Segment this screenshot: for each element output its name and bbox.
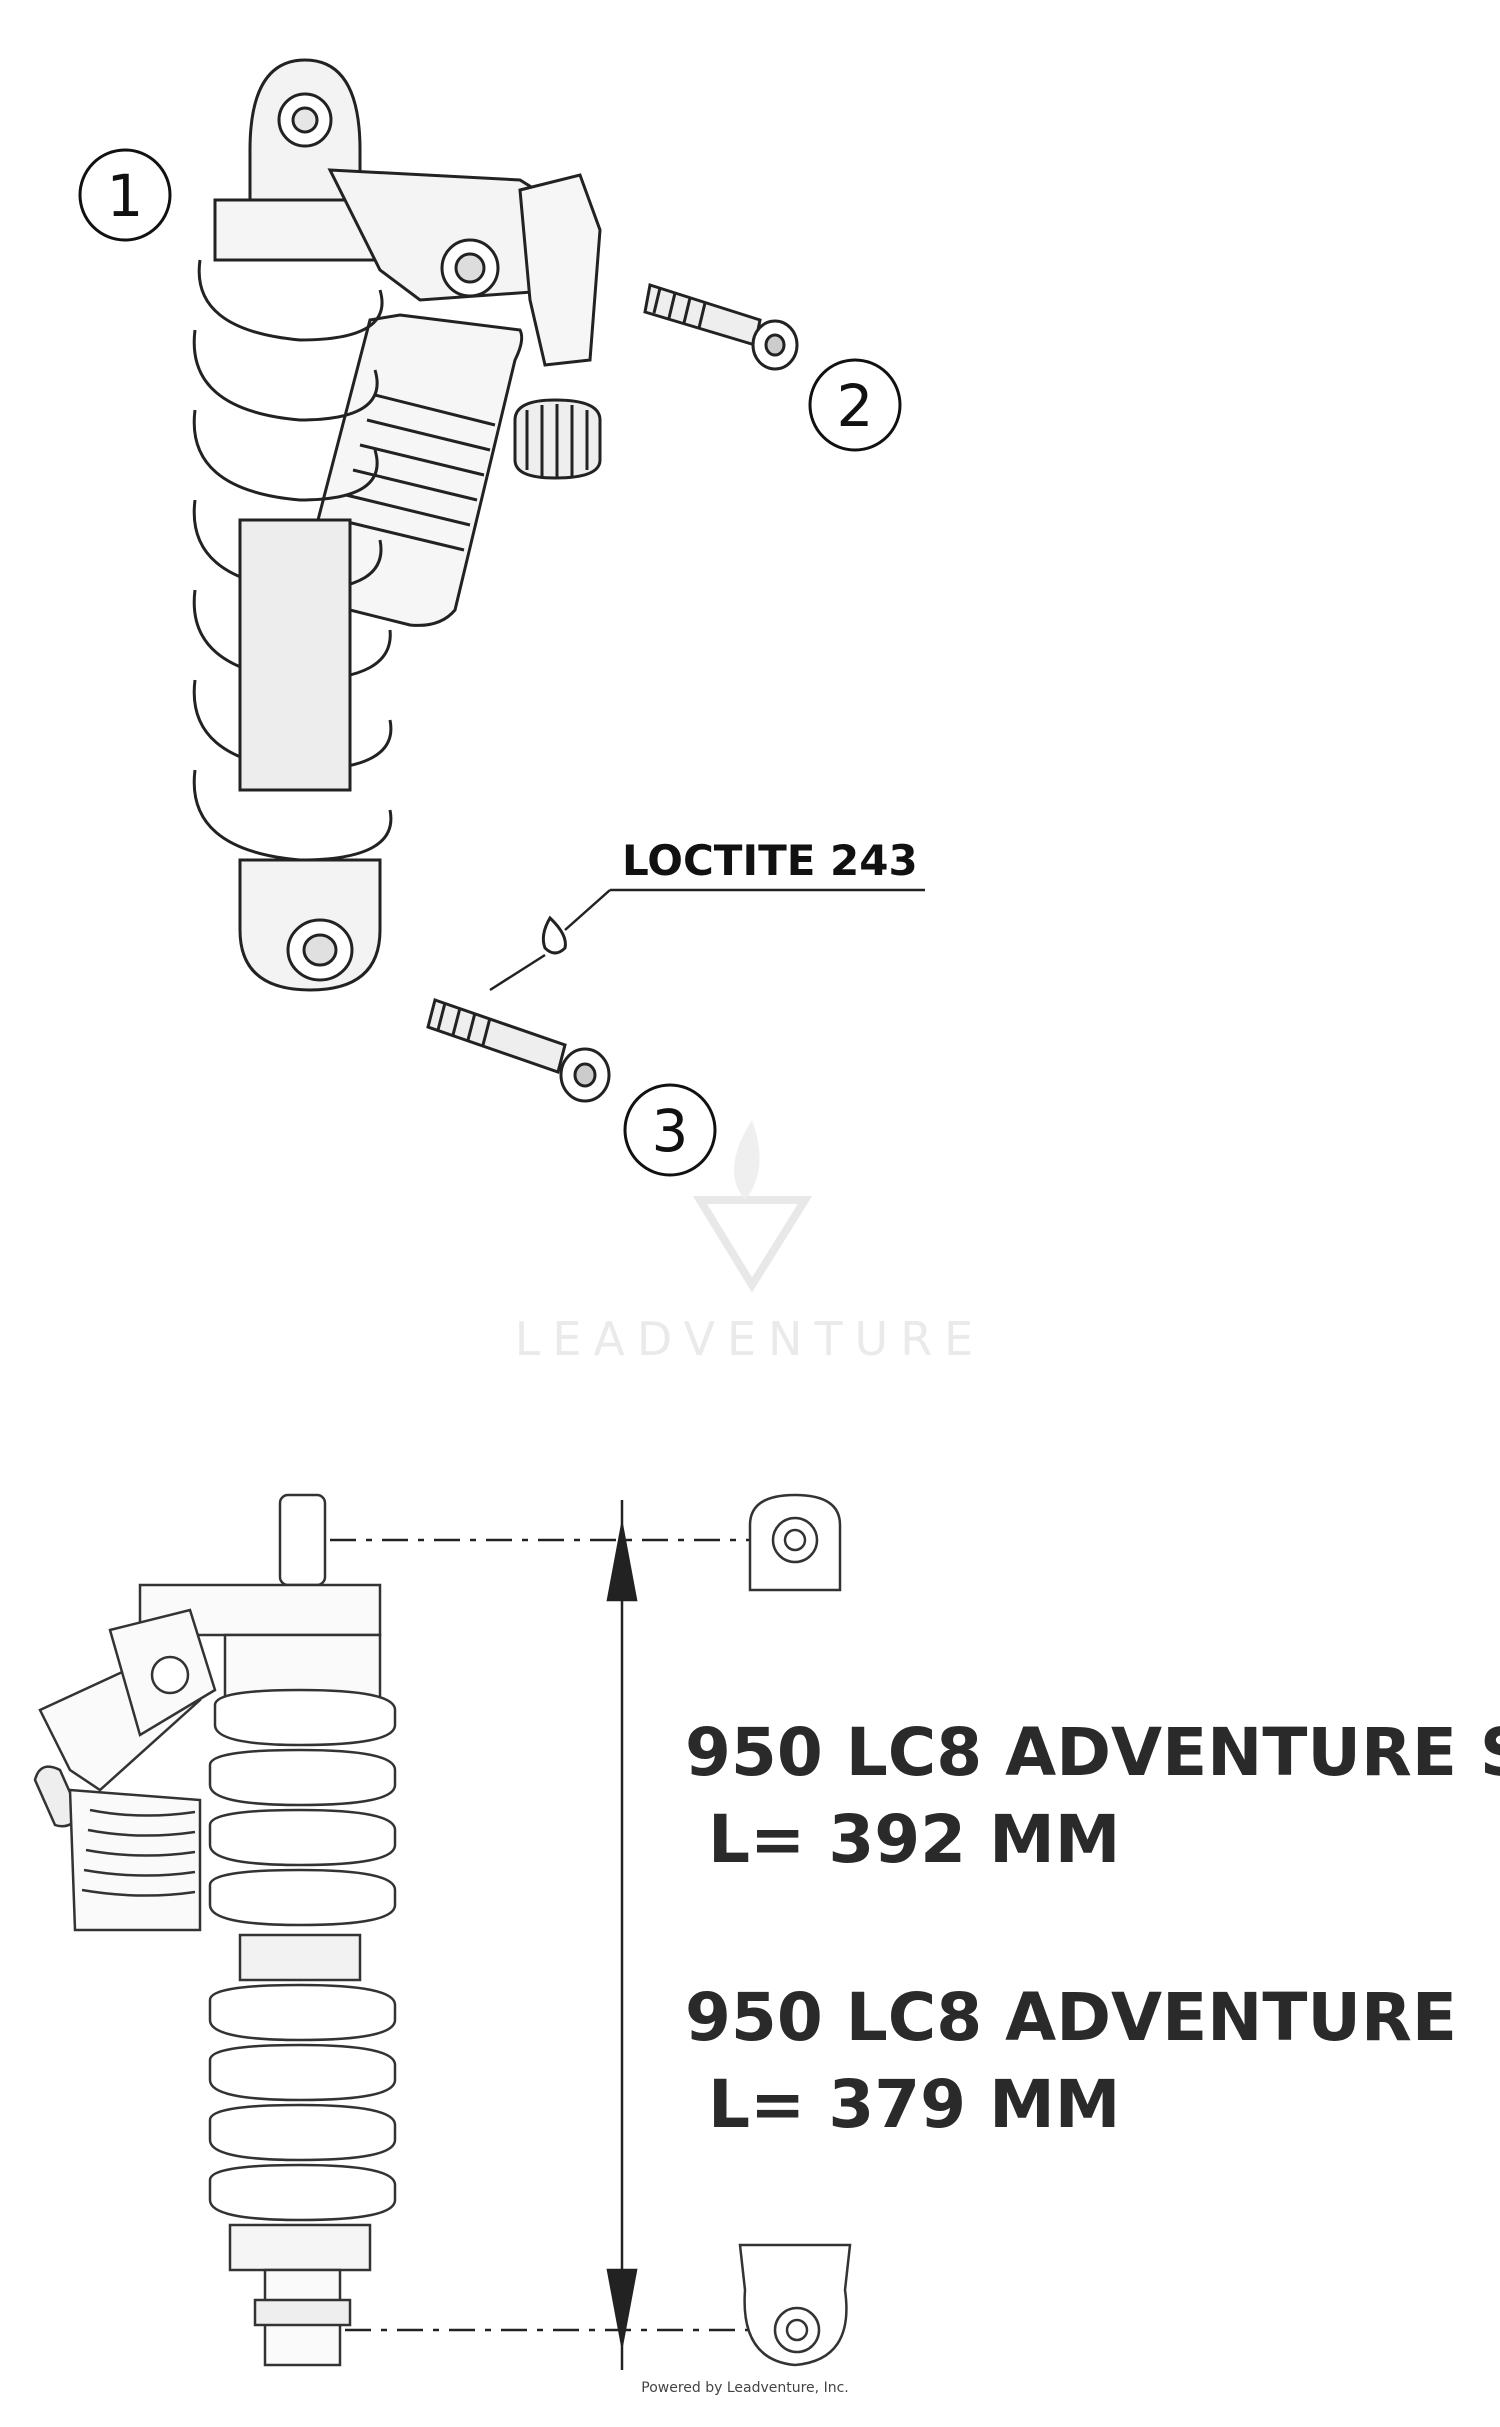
shock-absorber-exploded-drawing [192, 58, 602, 992]
watermark-logo: LEADVENTURE [515, 1120, 986, 1366]
callout-1: 1 [78, 148, 172, 242]
watermark-text: LEADVENTURE [515, 1312, 986, 1366]
bolt-3-drawing [426, 888, 925, 1103]
callout-3: 3 [623, 1083, 717, 1177]
spec-length-s: L= 392 MM [708, 1801, 1120, 1878]
shock-absorber-side-view-drawing [33, 1493, 397, 2367]
bottom-mount-symbol [738, 2243, 852, 2367]
callout-2: 2 [808, 358, 902, 452]
copyright-text: Powered by Leadventure, Inc. [641, 2380, 848, 2396]
spec-model: 950 LC8 ADVENTURE [685, 1979, 1457, 2056]
bolt-2-drawing [643, 283, 799, 371]
spec-adventure: 950 LC8 ADVENTURE L= 379 MM [685, 1979, 1457, 2143]
spec-model-s: 950 LC8 ADVENTURE S [685, 1714, 1500, 1791]
callout-2-label: 2 [837, 372, 874, 440]
dimension-lines [330, 1500, 760, 2370]
spec-adventure-s: 950 LC8 ADVENTURE S L= 392 MM [685, 1714, 1500, 1878]
callout-1-label: 1 [107, 162, 144, 230]
top-mount-symbol [748, 1493, 842, 1592]
loctite-note: LOCTITE 243 [622, 836, 918, 885]
callout-3-label: 3 [652, 1097, 689, 1165]
spec-length: L= 379 MM [708, 2066, 1120, 2143]
